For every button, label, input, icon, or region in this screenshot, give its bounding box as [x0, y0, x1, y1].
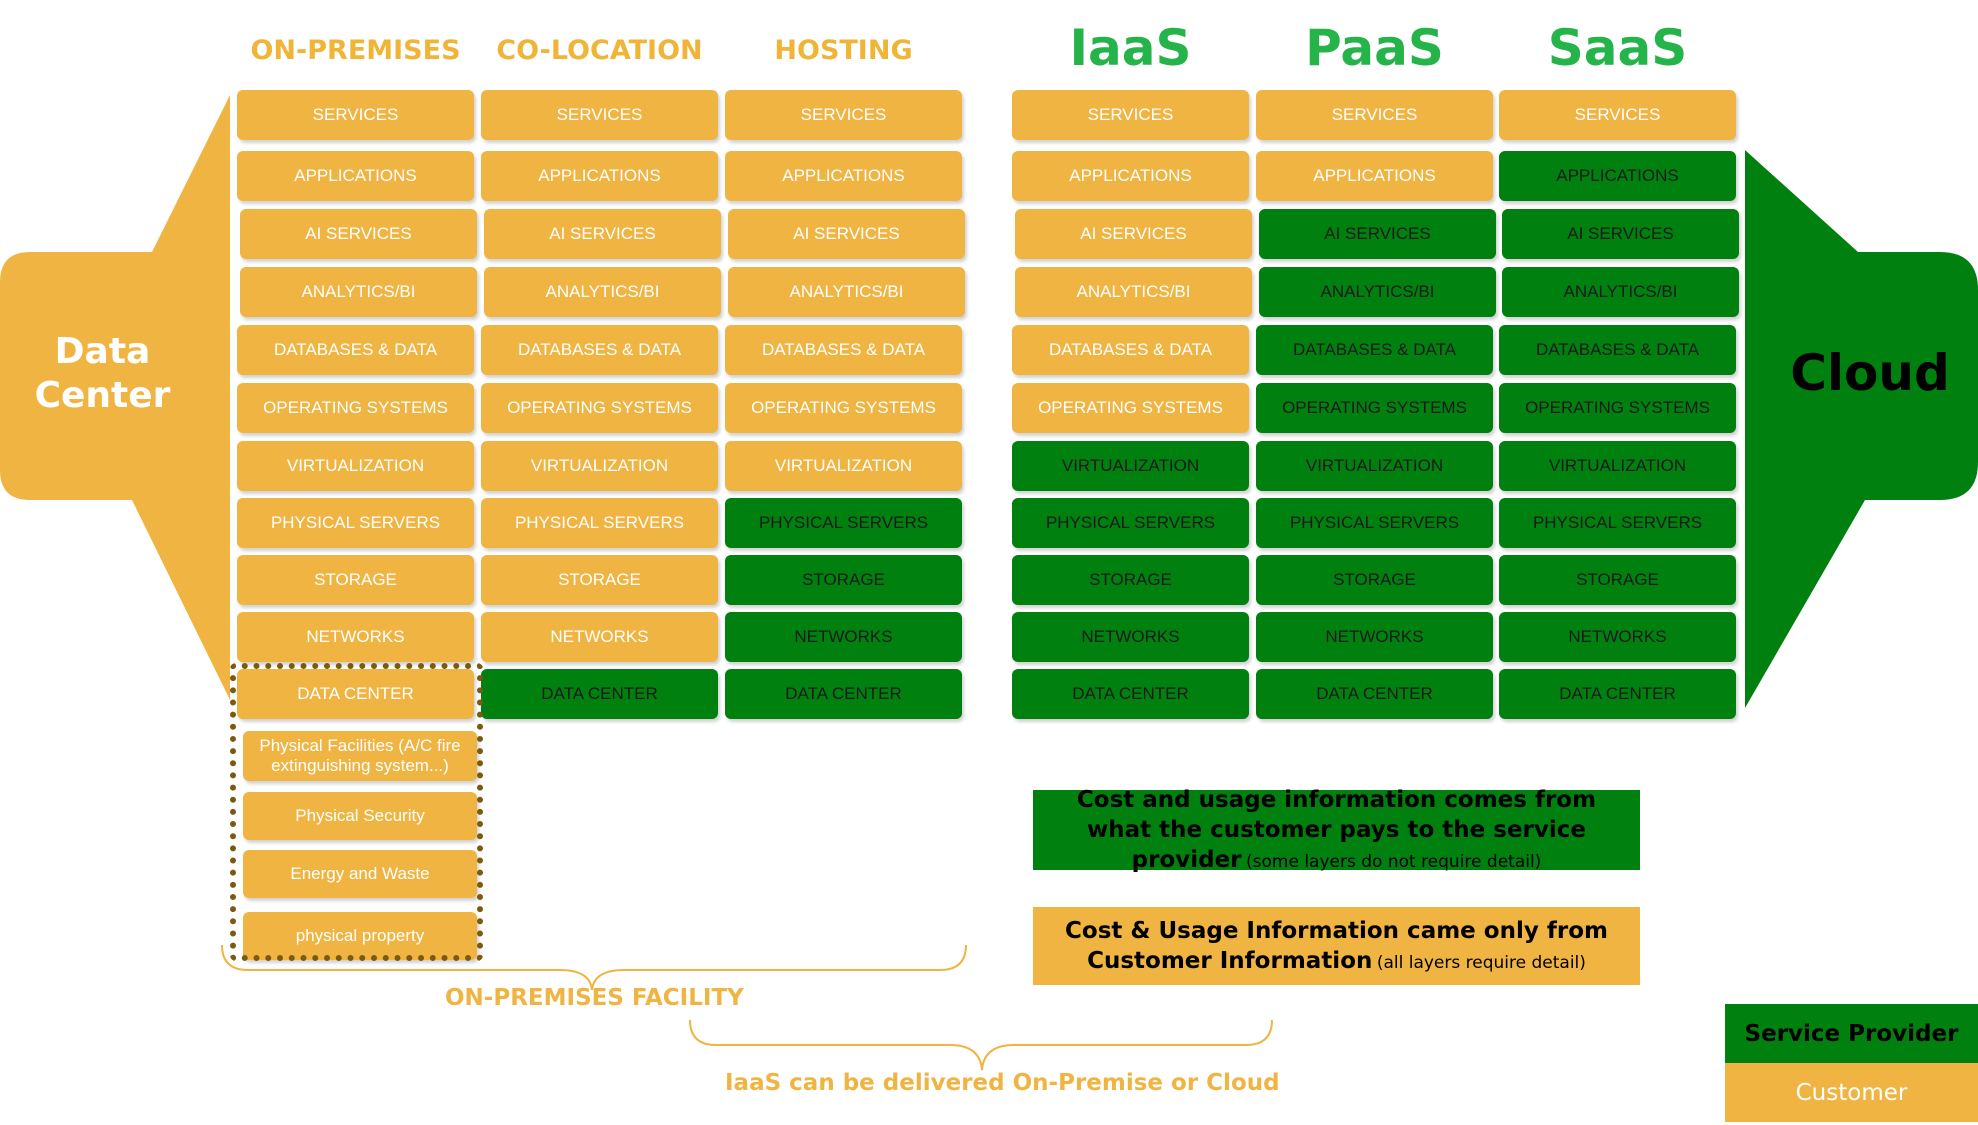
- layer-co-location-networks: NETWORKS: [481, 612, 718, 662]
- layer-hosting-applications: APPLICATIONS: [725, 151, 962, 201]
- facility-physical-property: physical property: [243, 912, 477, 960]
- layer-co-location-databases-data: DATABASES & DATA: [481, 325, 718, 375]
- facility-physical-facilities: Physical Facilities (A/C fire extinguish…: [243, 731, 477, 781]
- layer-on-premises-ai-services: AI SERVICES: [240, 209, 477, 259]
- layer-saas-data-center: DATA CENTER: [1499, 669, 1736, 719]
- layer-saas-applications: APPLICATIONS: [1499, 151, 1736, 201]
- layer-iaas-applications: APPLICATIONS: [1012, 151, 1249, 201]
- layer-co-location-applications: APPLICATIONS: [481, 151, 718, 201]
- layer-saas-storage: STORAGE: [1499, 555, 1736, 605]
- legend-service-provider: Service Provider: [1725, 1004, 1978, 1063]
- layer-paas-analytics-bi: ANALYTICS/BI: [1259, 267, 1496, 317]
- layer-hosting-networks: NETWORKS: [725, 612, 962, 662]
- layer-on-premises-applications: APPLICATIONS: [237, 151, 474, 201]
- layer-saas-services: SERVICES: [1499, 90, 1736, 140]
- layer-iaas-virtualization: VIRTUALIZATION: [1012, 441, 1249, 491]
- layer-on-premises-services: SERVICES: [237, 90, 474, 140]
- on-premises-facility-outline: [230, 663, 483, 961]
- header-on-premises: ON-PREMISES: [250, 34, 461, 66]
- layer-co-location-storage: STORAGE: [481, 555, 718, 605]
- layer-hosting-analytics-bi: ANALYTICS/BI: [728, 267, 965, 317]
- layer-hosting-data-center: DATA CENTER: [725, 669, 962, 719]
- layer-on-premises-data-center: DATA CENTER: [237, 669, 474, 719]
- layer-hosting-physical-servers: PHYSICAL SERVERS: [725, 498, 962, 548]
- layer-saas-operating-systems: OPERATING SYSTEMS: [1499, 383, 1736, 433]
- layer-on-premises-virtualization: VIRTUALIZATION: [237, 441, 474, 491]
- layer-iaas-data-center: DATA CENTER: [1012, 669, 1249, 719]
- layer-paas-networks: NETWORKS: [1256, 612, 1493, 662]
- header-paas: PaaS: [1305, 19, 1444, 77]
- layer-hosting-databases-data: DATABASES & DATA: [725, 325, 962, 375]
- layer-paas-applications: APPLICATIONS: [1256, 151, 1493, 201]
- header-saas: SaaS: [1547, 19, 1688, 77]
- layer-co-location-services: SERVICES: [481, 90, 718, 140]
- layer-hosting-ai-services: AI SERVICES: [728, 209, 965, 259]
- layer-co-location-operating-systems: OPERATING SYSTEMS: [481, 383, 718, 433]
- layer-saas-analytics-bi: ANALYTICS/BI: [1502, 267, 1739, 317]
- provider-cost-info-text: Cost and usage information comes from wh…: [1076, 787, 1597, 873]
- layer-iaas-storage: STORAGE: [1012, 555, 1249, 605]
- layer-saas-databases-data: DATABASES & DATA: [1499, 325, 1736, 375]
- data-center-label: Data Center: [34, 331, 171, 416]
- facility-physical-security: Physical Security: [243, 792, 477, 840]
- layer-paas-services: SERVICES: [1256, 90, 1493, 140]
- layer-co-location-analytics-bi: ANALYTICS/BI: [484, 267, 721, 317]
- header-hosting: HOSTING: [774, 34, 913, 66]
- layer-paas-data-center: DATA CENTER: [1256, 669, 1493, 719]
- layer-iaas-databases-data: DATABASES & DATA: [1012, 325, 1249, 375]
- facility-energy-and-waste: Energy and Waste: [243, 850, 477, 898]
- layer-paas-virtualization: VIRTUALIZATION: [1256, 441, 1493, 491]
- layer-on-premises-physical-servers: PHYSICAL SERVERS: [237, 498, 474, 548]
- layer-saas-virtualization: VIRTUALIZATION: [1499, 441, 1736, 491]
- layer-iaas-services: SERVICES: [1012, 90, 1249, 140]
- layer-on-premises-storage: STORAGE: [237, 555, 474, 605]
- cloud-arrow: [1745, 150, 1978, 708]
- customer-cost-info-note: (all layers require detail): [1376, 953, 1586, 973]
- layer-iaas-ai-services: AI SERVICES: [1015, 209, 1252, 259]
- layer-hosting-services: SERVICES: [725, 90, 962, 140]
- legend-customer: Customer: [1725, 1063, 1978, 1122]
- layer-paas-physical-servers: PHYSICAL SERVERS: [1256, 498, 1493, 548]
- layer-co-location-virtualization: VIRTUALIZATION: [481, 441, 718, 491]
- layer-on-premises-networks: NETWORKS: [237, 612, 474, 662]
- layer-iaas-physical-servers: PHYSICAL SERVERS: [1012, 498, 1249, 548]
- layer-co-location-data-center: DATA CENTER: [481, 669, 718, 719]
- cloud-label: Cloud: [1790, 344, 1950, 402]
- layer-co-location-physical-servers: PHYSICAL SERVERS: [481, 498, 718, 548]
- layer-on-premises-analytics-bi: ANALYTICS/BI: [240, 267, 477, 317]
- layer-co-location-ai-services: AI SERVICES: [484, 209, 721, 259]
- layer-saas-physical-servers: PHYSICAL SERVERS: [1499, 498, 1736, 548]
- on-premises-facility-label: ON-PREMISES FACILITY: [445, 985, 744, 1011]
- iaas-brace: [689, 1019, 1273, 1071]
- layer-hosting-operating-systems: OPERATING SYSTEMS: [725, 383, 962, 433]
- provider-cost-info-note: (some layers do not require detail): [1246, 852, 1542, 872]
- layer-paas-ai-services: AI SERVICES: [1259, 209, 1496, 259]
- customer-cost-info-text: Cost & Usage Information came only from …: [1065, 918, 1608, 974]
- layer-paas-databases-data: DATABASES & DATA: [1256, 325, 1493, 375]
- layer-on-premises-operating-systems: OPERATING SYSTEMS: [237, 383, 474, 433]
- layer-hosting-storage: STORAGE: [725, 555, 962, 605]
- layer-saas-ai-services: AI SERVICES: [1502, 209, 1739, 259]
- layer-paas-storage: STORAGE: [1256, 555, 1493, 605]
- layer-paas-operating-systems: OPERATING SYSTEMS: [1256, 383, 1493, 433]
- customer-cost-info-box: Cost & Usage Information came only from …: [1033, 907, 1640, 985]
- layer-on-premises-databases-data: DATABASES & DATA: [237, 325, 474, 375]
- iaas-delivery-label: IaaS can be delivered On-Premise or Clou…: [725, 1070, 1280, 1096]
- layer-saas-networks: NETWORKS: [1499, 612, 1736, 662]
- header-co-location: CO-LOCATION: [496, 34, 703, 66]
- layer-iaas-operating-systems: OPERATING SYSTEMS: [1012, 383, 1249, 433]
- layer-iaas-networks: NETWORKS: [1012, 612, 1249, 662]
- provider-cost-info-box: Cost and usage information comes from wh…: [1033, 787, 1640, 873]
- layer-hosting-virtualization: VIRTUALIZATION: [725, 441, 962, 491]
- header-iaas: IaaS: [1069, 19, 1192, 77]
- layer-iaas-analytics-bi: ANALYTICS/BI: [1015, 267, 1252, 317]
